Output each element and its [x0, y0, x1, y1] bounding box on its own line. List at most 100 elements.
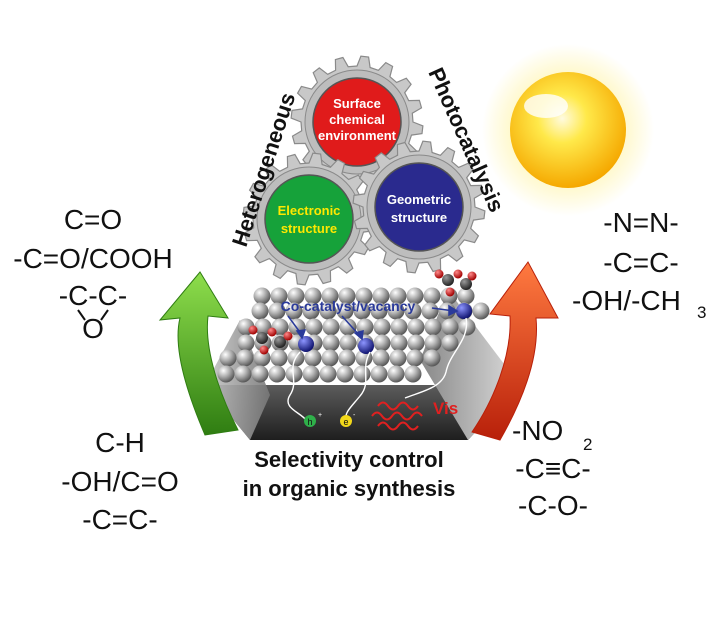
gear-right-line-1: Geometric: [387, 192, 451, 207]
atom-sphere: [321, 349, 339, 367]
atom-sphere: [322, 318, 340, 336]
atom-sphere: [285, 365, 303, 383]
gear-right: Geometric structure: [352, 140, 486, 274]
green-reaction-arrow: [158, 271, 239, 436]
atom-sphere: [421, 302, 439, 320]
molecule-atom: [274, 336, 286, 348]
group-text: -NO: [512, 415, 563, 446]
red-reaction-arrow: [471, 261, 559, 441]
atom-sphere: [268, 365, 286, 383]
atom-sphere: [404, 365, 422, 383]
atom-sphere: [305, 318, 323, 336]
group-text: -C-C-: [59, 280, 127, 311]
atom-sphere: [373, 334, 391, 352]
left-bottom-functional-groups: C-H -OH/C=O -C=C-: [61, 427, 178, 535]
group-text: C=O: [64, 204, 122, 235]
atom-sphere: [270, 287, 288, 305]
molecule-atom: [283, 331, 293, 341]
atom-sphere: [355, 287, 373, 305]
molecule-atom: [453, 269, 463, 279]
gear-top: Surface chemical environment: [290, 55, 424, 189]
cocatalyst-label: Co-catalyst/vacancy: [281, 298, 416, 314]
atom-sphere: [404, 302, 422, 320]
atom-sphere: [219, 349, 237, 367]
group-text: -N=N-: [603, 207, 678, 238]
gear-right-core: [374, 162, 464, 252]
molecule-atom: [259, 345, 269, 355]
atom-sphere: [372, 287, 390, 305]
atom-sphere: [251, 365, 269, 383]
group-text: -C-O-: [518, 490, 588, 521]
gear-left-line-2: structure: [281, 221, 337, 236]
atom-sphere: [406, 349, 424, 367]
group-text: -C=O/COOH: [13, 243, 172, 274]
atom-sphere: [390, 334, 408, 352]
gear-left-core: [264, 174, 354, 264]
atom-sphere: [353, 302, 371, 320]
atom-sphere: [338, 349, 356, 367]
molecule-atom: [467, 271, 477, 281]
atom-sphere: [322, 334, 340, 352]
atom-sphere: [236, 349, 254, 367]
title-line-1: Selectivity control: [254, 447, 444, 472]
atom-sphere: [424, 318, 442, 336]
right-top-functional-groups: -N=N- -C=C- -OH/-CH 3: [572, 207, 706, 322]
pointer-arrows: [287, 304, 459, 341]
atom-sphere: [302, 365, 320, 383]
atom-sphere: [321, 287, 339, 305]
surface-sites: [298, 303, 472, 354]
atom-sphere: [407, 334, 425, 352]
atom-sphere: [338, 287, 356, 305]
gear-right-line-2: structure: [391, 210, 447, 225]
atom-sphere: [251, 302, 269, 320]
gear-left: Electronic structure: [242, 152, 376, 286]
hole-label: h: [307, 417, 312, 427]
group-text: -OH/-CH: [572, 285, 681, 316]
molecule-atom: [256, 332, 268, 344]
carrier-paths: [287, 317, 468, 421]
sun-icon: [482, 44, 654, 216]
hole-carrier: h +: [304, 412, 322, 427]
epoxide-bonds: [77, 309, 109, 321]
atom-sphere: [423, 349, 441, 367]
atom-sphere: [390, 318, 408, 336]
atom-sphere: [387, 302, 405, 320]
group-text: -OH/C=O: [61, 466, 178, 497]
atom-sphere: [372, 349, 390, 367]
title: Selectivity control in organic synthesis: [243, 447, 456, 501]
group-text: O: [82, 313, 104, 344]
atom-sphere: [373, 318, 391, 336]
molecule-atom: [248, 325, 258, 335]
light-wave-icon: [371, 401, 423, 431]
atom-sphere: [270, 349, 288, 367]
atom-sphere: [336, 365, 354, 383]
atom-sphere: [389, 349, 407, 367]
atom-sphere: [254, 318, 272, 336]
molecule-atom: [442, 274, 454, 286]
atom-sphere: [407, 318, 425, 336]
atom-sphere: [336, 302, 354, 320]
gear-left-line-1: Electronic: [278, 203, 341, 218]
atom-sphere: [457, 287, 475, 305]
left-top-functional-groups: C=O -C=O/COOH -C-C- O: [13, 204, 172, 344]
right-bottom-functional-groups: -NO 2 -C≡C- -C-O-: [512, 415, 592, 521]
atom-sphere: [353, 365, 371, 383]
electron-carrier: e -: [340, 412, 356, 427]
atom-sphere: [424, 334, 442, 352]
atom-sphere: [423, 287, 441, 305]
adsorbed-molecules: [248, 269, 477, 355]
atom-sphere: [319, 365, 337, 383]
hole-sup: +: [318, 412, 322, 419]
group-text: -C=C-: [603, 247, 678, 278]
atom-sphere: [237, 334, 255, 352]
atom-sphere: [339, 334, 357, 352]
atom-sphere: [370, 365, 388, 383]
atom-sphere: [253, 287, 271, 305]
molecule-atom: [445, 287, 455, 297]
atom-sphere: [389, 287, 407, 305]
gear-top-line-3: environment: [318, 128, 397, 143]
atom-sphere: [339, 318, 357, 336]
gear-top-core: [312, 77, 402, 167]
atom-sphere: [441, 334, 459, 352]
